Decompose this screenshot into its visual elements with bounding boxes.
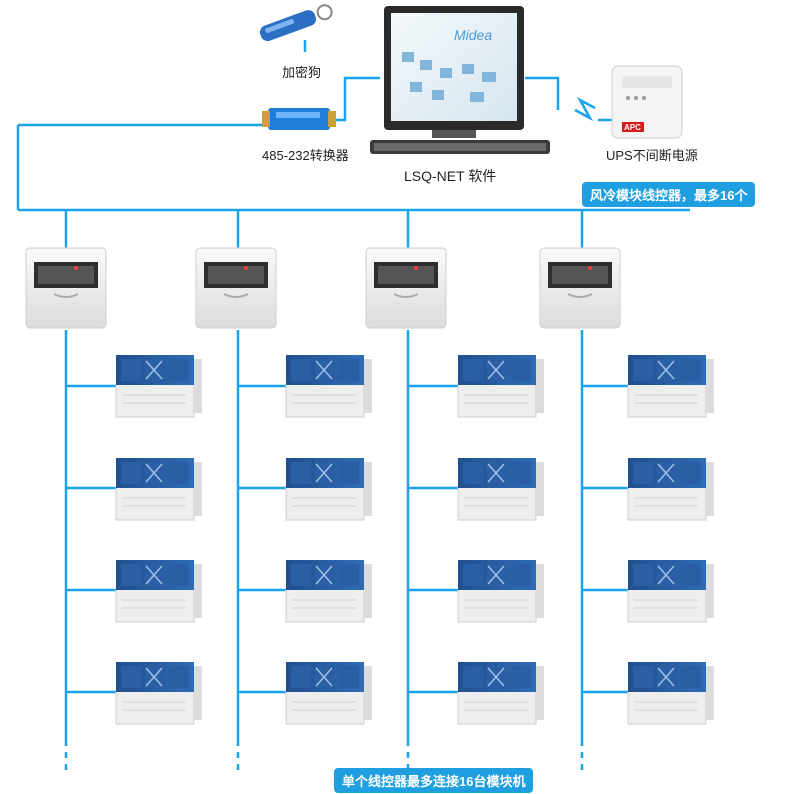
controllers [25,247,621,329]
controller-unit [365,247,447,329]
ups-icon: APC [611,65,683,139]
bus-lines [16,40,690,740]
controllers-banner: 风冷模块线控器，最多16个 [582,182,756,207]
module-unit [627,560,714,623]
monitor-brand-logo: Midea [454,27,492,43]
module-unit [627,355,714,418]
module-unit [627,458,714,521]
module-unit [115,355,202,418]
module-unit [285,662,372,725]
module-unit [115,662,202,725]
controller-unit [25,247,107,329]
module-unit [457,560,544,623]
software-label: LSQ-NET 软件 [404,168,497,184]
bus-continuation [64,740,584,770]
module-unit [115,458,202,521]
computer-icon: Midea [370,6,550,154]
ups-label: UPS不间断电源 [606,148,698,163]
module-unit [457,458,544,521]
ups-brand-logo: APC [624,123,641,132]
module-unit [285,560,372,623]
module-unit [285,458,372,521]
controller-unit [195,247,277,329]
module-unit [115,560,202,623]
module-branches [66,384,628,694]
converter-icon [262,108,336,130]
converter-label: 485-232转换器 [262,148,349,163]
module-unit [457,355,544,418]
dongle-label: 加密狗 [282,65,322,80]
modules-banner: 单个线控器最多连接16台模块机 [334,768,534,793]
module-units [115,355,714,725]
dongle-icon [259,4,333,42]
module-unit [627,662,714,725]
controller-unit [539,247,621,329]
module-unit [285,355,372,418]
module-unit [457,662,544,725]
